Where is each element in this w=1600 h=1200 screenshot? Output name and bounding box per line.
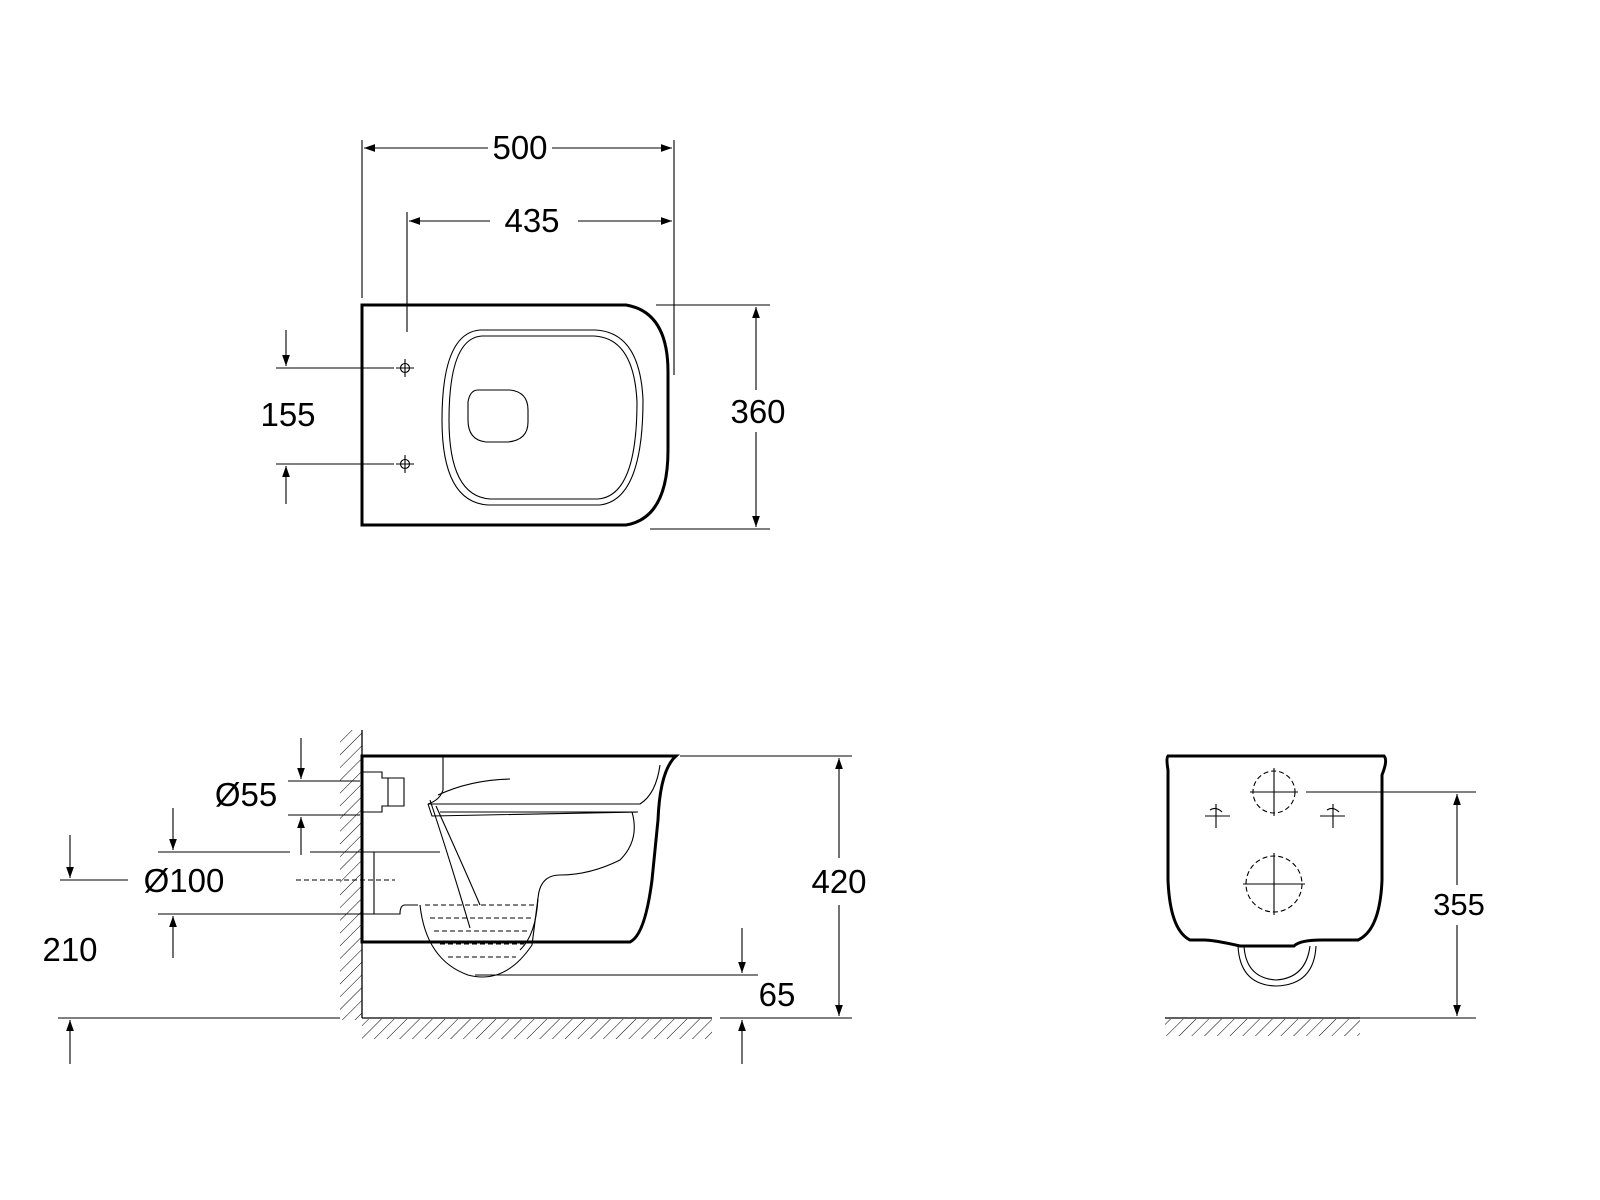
top-view-outline [360, 303, 670, 527]
wall-hatch [340, 730, 362, 1020]
side-view-outline [360, 754, 680, 944]
fixing-point-upper [396, 359, 414, 377]
rear-view-outline [1165, 754, 1388, 948]
inlet-connector [362, 771, 405, 813]
top-view-rim [441, 329, 644, 506]
top-view-outlet [467, 389, 529, 443]
top-view: 500 435 360 155 [260, 129, 786, 530]
dim-fixing-to-front: 435 [504, 202, 559, 239]
top-view-rim-inner [448, 335, 638, 500]
fixing-point-lower [396, 455, 414, 473]
floor-hatch [362, 1019, 712, 1039]
dim-outlet-height: 210 [42, 931, 97, 968]
dim-underside-clearance: 65 [759, 976, 796, 1013]
dim-bowl-height: 420 [811, 863, 866, 900]
side-view-rim [427, 756, 661, 805]
side-view-trap [419, 897, 539, 978]
side-view: Ø55 Ø100 210 420 65 [42, 730, 867, 1064]
dim-width: 360 [730, 393, 785, 430]
water-surface [425, 904, 535, 958]
side-view-bowl [429, 778, 511, 929]
dim-inlet-diameter: Ø55 [215, 776, 277, 813]
dim-fixing-spacing: 155 [260, 396, 315, 433]
rear-inlet-circle [1250, 768, 1298, 816]
rear-outlet-circle [1243, 853, 1305, 915]
dim-outlet-diameter: Ø100 [144, 862, 225, 899]
rear-view-trap [1243, 945, 1311, 981]
rear-view: 355 [1165, 754, 1485, 1036]
dim-overall-length: 500 [492, 129, 547, 166]
rear-fixing-point-left [1205, 804, 1230, 828]
rear-floor-hatch [1165, 1019, 1360, 1036]
dim-fixing-height: 355 [1433, 887, 1485, 922]
rear-fixing-point-right [1320, 804, 1345, 828]
